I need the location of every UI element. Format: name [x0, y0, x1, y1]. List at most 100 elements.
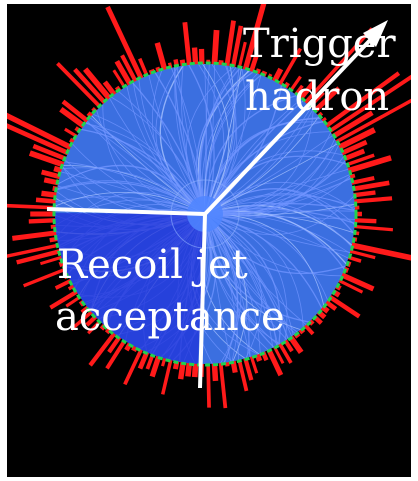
energy-tower [112, 69, 127, 90]
particle-track [198, 63, 225, 215]
energy-tower [7, 109, 71, 156]
particle-track [61, 167, 206, 215]
energy-tower [114, 59, 134, 88]
energy-tower [242, 4, 273, 73]
energy-tower [7, 203, 58, 210]
energy-tower [39, 255, 64, 266]
calorimeter-towers [7, 4, 411, 409]
energy-tower [160, 357, 173, 395]
energy-tower [336, 278, 364, 294]
energy-tower [123, 347, 144, 386]
trigger-hadron-arrowhead [363, 20, 388, 47]
energy-tower [349, 242, 411, 262]
particle-track [204, 213, 281, 345]
particle-track [204, 213, 247, 362]
energy-tower [344, 153, 375, 167]
particle-track [204, 213, 262, 359]
energy-tower [336, 127, 376, 151]
energy-tower [345, 155, 392, 174]
energy-tower [12, 230, 59, 241]
energy-tower [352, 196, 393, 204]
energy-tower [7, 91, 74, 151]
particle-track [204, 213, 242, 364]
energy-tower [35, 197, 58, 204]
energy-tower [307, 91, 325, 110]
particle-track [204, 110, 314, 215]
energy-tower [211, 29, 220, 67]
energy-tower [218, 360, 228, 409]
particle-track [185, 66, 235, 215]
energy-tower [249, 354, 259, 374]
particle-track [204, 66, 235, 215]
particle-track [204, 213, 274, 348]
energy-tower [224, 20, 236, 68]
particle-track [63, 165, 206, 215]
energy-tower [339, 139, 368, 156]
particle-track [204, 117, 321, 215]
energy-tower [88, 330, 118, 367]
energy-tower [277, 341, 293, 364]
energy-tower [341, 148, 366, 162]
energy-tower [206, 361, 211, 408]
energy-tower [73, 67, 108, 106]
particle-track [204, 155, 347, 215]
energy-tower [70, 309, 95, 331]
energy-tower [49, 288, 80, 310]
particle-track [204, 213, 281, 345]
energy-tower [327, 64, 411, 134]
particle-track [204, 213, 239, 364]
particle-track [204, 194, 355, 215]
energy-tower [311, 86, 341, 115]
event-display-frame: Trigger hadron Recoil jet acceptance [7, 4, 411, 477]
energy-tower [102, 80, 118, 98]
particle-track [199, 67, 241, 215]
recoil-jet-label-line1: Recoil jet [57, 242, 248, 288]
energy-tower [265, 346, 284, 377]
particle-track [85, 123, 206, 215]
energy-tower [271, 67, 284, 85]
energy-tower [211, 361, 219, 382]
trigger-hadron-label-line1: Trigger [243, 21, 396, 67]
energy-tower [333, 88, 411, 145]
energy-tower [236, 357, 249, 392]
energy-tower [54, 278, 74, 290]
energy-tower [40, 169, 63, 180]
energy-tower [330, 110, 374, 140]
particle-track [204, 204, 353, 246]
energy-tower [323, 299, 338, 311]
particle-track [56, 181, 206, 215]
energy-tower [302, 27, 374, 106]
energy-tower [352, 217, 377, 224]
energy-tower [339, 271, 375, 292]
particle-track [204, 70, 249, 215]
energy-tower [350, 180, 390, 192]
energy-tower [191, 47, 199, 67]
energy-tower [83, 67, 113, 102]
particle-track [80, 128, 206, 215]
recoil-acceptance-wedge [54, 213, 206, 364]
energy-tower [323, 71, 401, 129]
energy-tower [347, 249, 376, 260]
energy-tower [30, 211, 57, 217]
particle-track [204, 213, 288, 341]
energy-tower [237, 41, 247, 71]
particle-track [204, 193, 356, 215]
energy-tower [297, 80, 316, 102]
energy-tower [16, 248, 63, 265]
detector-boundary-ring [52, 61, 358, 367]
particle-track [204, 213, 323, 309]
particle-track [55, 191, 206, 215]
energy-tower [182, 21, 192, 68]
recoil-boundary-left-line [46, 207, 206, 216]
energy-tower [56, 61, 103, 110]
trigger-hadron-line [203, 34, 376, 216]
particle-track [204, 213, 279, 346]
particle-track [204, 213, 329, 301]
energy-tower [349, 176, 375, 186]
energy-tower [352, 224, 394, 232]
energy-tower [61, 99, 91, 124]
energy-tower [277, 47, 302, 87]
particle-track [138, 79, 206, 215]
recoil-boundary-bottom-line [198, 213, 207, 389]
energy-tower [351, 190, 376, 198]
